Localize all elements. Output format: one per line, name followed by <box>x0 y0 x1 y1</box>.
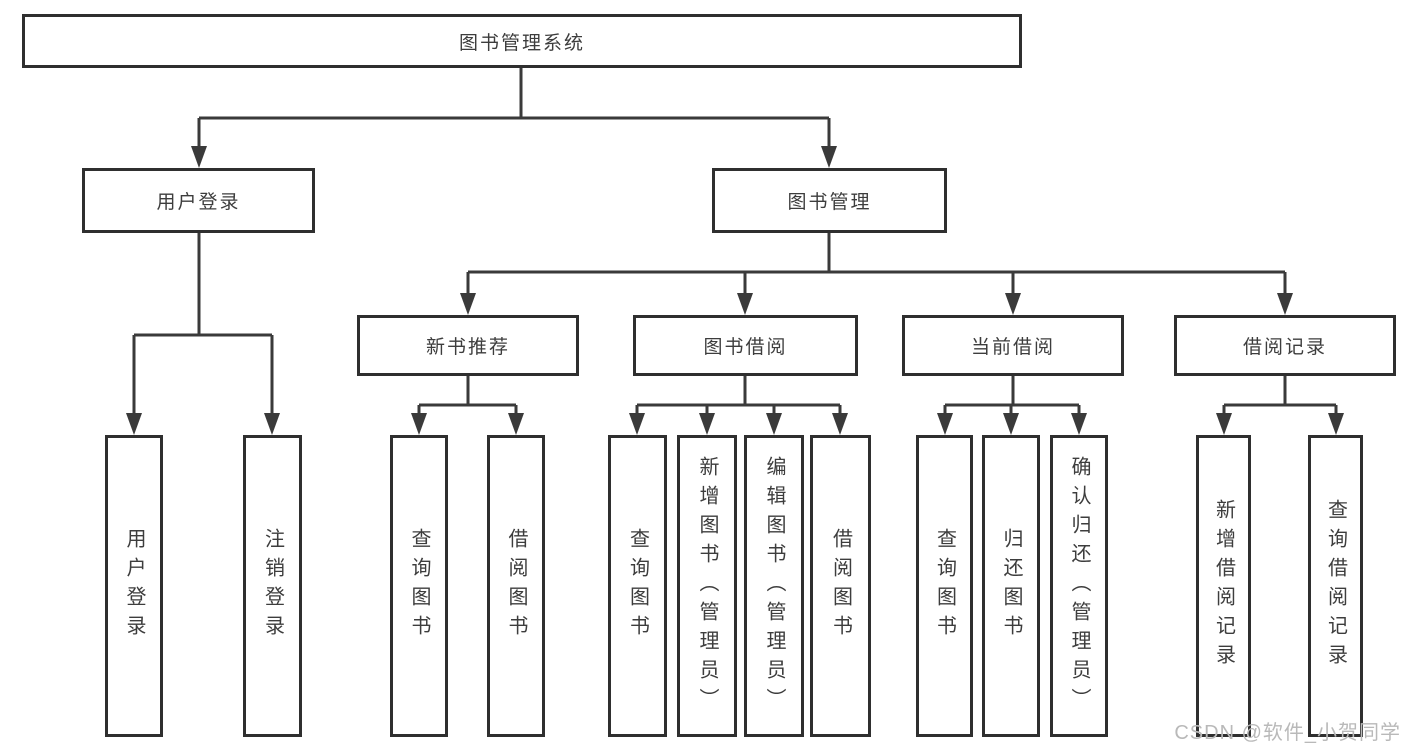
leaf-label: 用户登录 <box>123 528 145 644</box>
arrowheads <box>126 146 1344 435</box>
leaf-borrow-books: 借阅图书 <box>810 435 871 737</box>
leaf-query-borrow-record: 查询借阅记录 <box>1308 435 1363 737</box>
node-label: 当前借阅 <box>970 337 1055 358</box>
node-label: 用户登录 <box>156 192 241 213</box>
leaf-confirm-return-admin: 确认归还（管理员） <box>1050 435 1108 737</box>
node-book-management: 图书管理 <box>712 168 947 233</box>
csdn-watermark: CSDN @软件_小贺同学 <box>1174 722 1401 744</box>
leaf-return-books: 归还图书 <box>982 435 1040 737</box>
leaf-label: 确认归还（管理员） <box>1068 455 1090 717</box>
node-book-borrowing: 图书借阅 <box>633 315 858 376</box>
node-borrowing-records: 借阅记录 <box>1174 315 1396 376</box>
leaf-add-books-admin: 新增图书（管理员） <box>677 435 737 737</box>
node-root-library-management-system: 图书管理系统 <box>22 14 1022 68</box>
leaf-label: 查询图书 <box>933 528 956 644</box>
node-label: 图书管理 <box>787 192 872 213</box>
node-new-book-recommendation: 新书推荐 <box>357 315 579 376</box>
leaf-label: 新增图书（管理员） <box>696 455 718 717</box>
leaf-query-books: 查询图书 <box>390 435 448 737</box>
node-label: 图书管理系统 <box>458 32 585 54</box>
leaf-query-books: 查询图书 <box>916 435 973 737</box>
leaf-label: 注销登录 <box>261 528 284 644</box>
node-user-login: 用户登录 <box>82 168 315 233</box>
leaf-label: 查询图书 <box>626 528 649 644</box>
leaf-label: 查询图书 <box>408 528 430 644</box>
leaf-label: 查询借阅记录 <box>1324 499 1347 673</box>
leaf-edit-books-admin: 编辑图书（管理员） <box>744 435 804 737</box>
node-label: 图书借阅 <box>703 337 788 358</box>
leaf-label: 借阅图书 <box>505 528 527 644</box>
node-current-borrowing: 当前借阅 <box>902 315 1124 376</box>
leaf-label: 归还图书 <box>1000 528 1022 644</box>
node-label: 新书推荐 <box>425 337 510 358</box>
leaf-add-borrow-record: 新增借阅记录 <box>1196 435 1251 737</box>
leaf-label: 编辑图书（管理员） <box>763 455 785 717</box>
leaf-label: 新增借阅记录 <box>1212 499 1235 673</box>
leaf-borrow-books: 借阅图书 <box>487 435 545 737</box>
leaf-user-login: 用户登录 <box>105 435 163 737</box>
node-label: 借阅记录 <box>1242 337 1327 358</box>
leaf-query-books: 查询图书 <box>608 435 667 737</box>
leaf-logout: 注销登录 <box>243 435 302 737</box>
leaf-label: 借阅图书 <box>829 528 852 644</box>
